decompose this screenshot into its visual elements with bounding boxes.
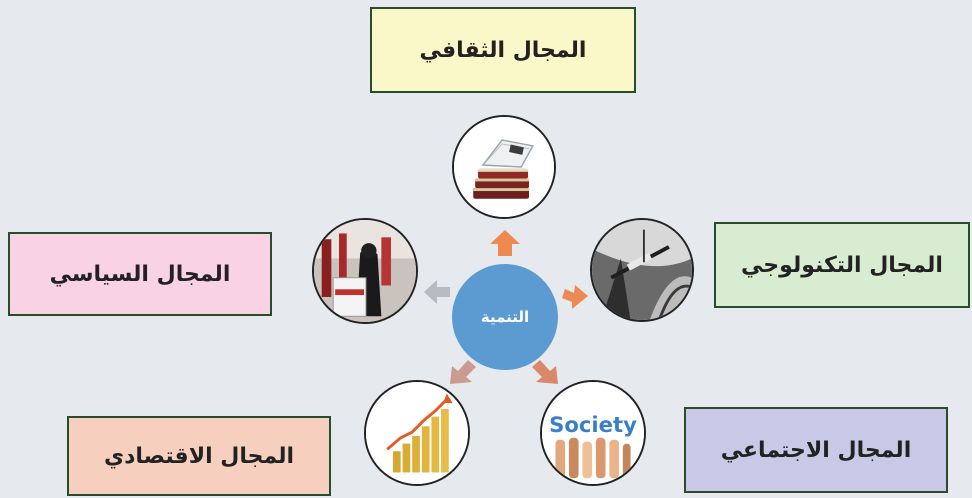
technological-field-label: المجال التكنولوجي: [741, 252, 943, 278]
arrow-left-icon: [424, 280, 450, 304]
cultural-field-box: المجال الثقافي: [370, 7, 636, 93]
economic-field-label: المجال الاقتصادي: [103, 443, 295, 469]
arrow-down-right-icon: [532, 360, 558, 384]
social-field-label: المجال الاجتماعي: [720, 437, 912, 463]
technological-field-box: المجال التكنولوجي: [714, 222, 970, 308]
technology-image: [590, 218, 694, 322]
society-image: Society: [540, 380, 646, 486]
political-field-label: المجال السياسي: [49, 261, 231, 287]
development-center-label: التنمية: [480, 308, 530, 326]
political-field-box: المجال السياسي: [8, 232, 272, 316]
cultural-field-label: المجال الثقافي: [419, 37, 587, 63]
development-center-circle: التنمية: [452, 264, 558, 370]
social-field-box: المجال الاجتماعي: [684, 407, 948, 493]
arrow-down-left-icon: [450, 360, 476, 384]
society-word: Society: [549, 412, 637, 437]
economic-field-box: المجال الاقتصادي: [67, 416, 331, 496]
books-image: [452, 115, 556, 219]
ballot-image: [312, 218, 418, 324]
arrow-up-icon: [490, 230, 520, 256]
arrow-right-icon: [562, 285, 588, 309]
economic-growth-image: [364, 380, 470, 486]
